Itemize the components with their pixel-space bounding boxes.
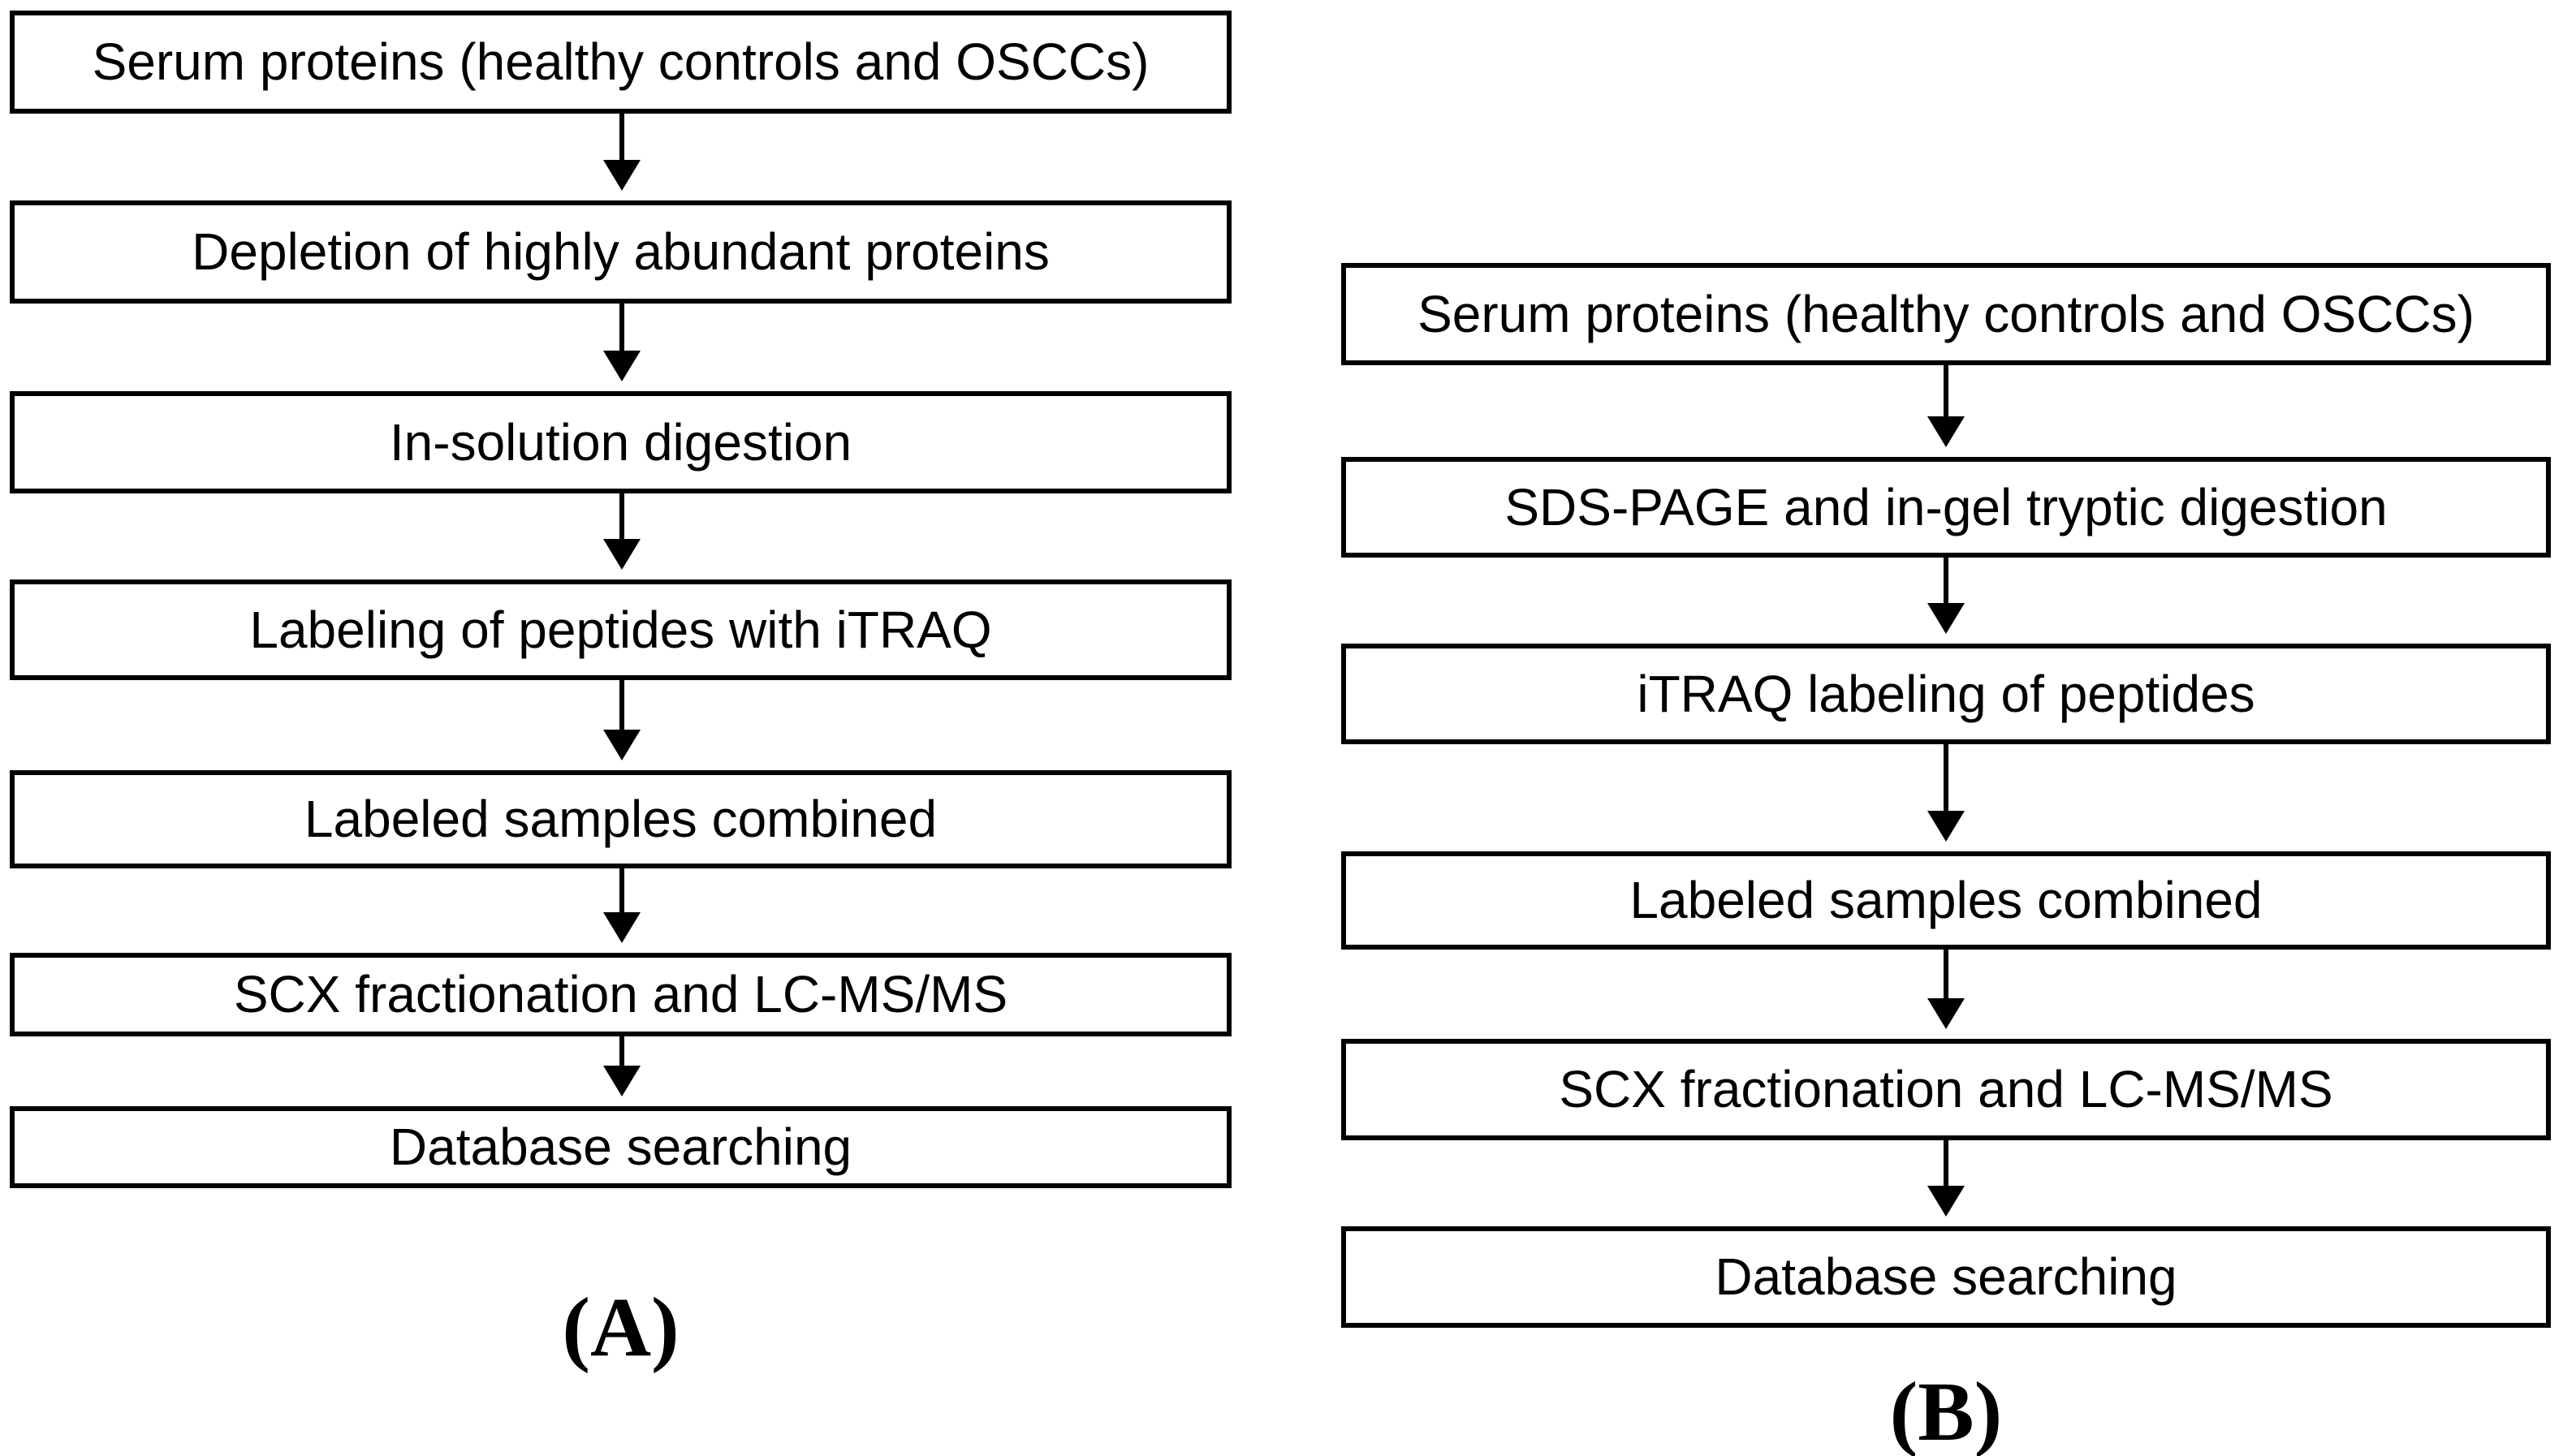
panel-b-box-serum-proteins: Serum proteins (healthy controls and OSC… <box>1341 263 2551 365</box>
arrow-head-icon <box>603 730 641 760</box>
panel-a-box-in-solution-digestion: In-solution digestion <box>10 391 1232 493</box>
arrow-shaft <box>619 1036 624 1074</box>
arrow-shaft <box>1944 950 1948 1006</box>
panel-a-arrow-3 <box>603 493 641 570</box>
arrow-shaft <box>619 868 624 920</box>
panel-a-box-depletion: Depletion of highly abundant proteins <box>10 200 1232 304</box>
panel-a-box-serum-proteins: Serum proteins (healthy controls and OSC… <box>10 11 1232 114</box>
panel-a-box-database-searching: Database searching <box>10 1106 1232 1188</box>
panel-b-label: (B) <box>1889 1364 2003 1456</box>
arrow-shaft <box>1944 558 1948 611</box>
panel-a-arrow-4 <box>603 680 641 760</box>
arrow-shaft <box>1944 744 1948 819</box>
arrow-head-icon <box>603 1066 641 1096</box>
arrow-head-icon <box>1927 998 1965 1029</box>
panel-a-arrow-6 <box>603 1036 641 1096</box>
arrow-shaft <box>1944 365 1948 424</box>
arrow-head-icon <box>1927 416 1965 447</box>
panel-a-arrow-1 <box>603 114 641 191</box>
arrow-shaft <box>619 493 624 547</box>
arrow-shaft <box>619 304 624 359</box>
arrow-shaft <box>619 114 624 168</box>
panel-a-label: (A) <box>562 1280 680 1374</box>
panel-b-arrow-3 <box>1927 744 1965 842</box>
arrow-head-icon <box>603 351 641 381</box>
panel-b-arrow-1 <box>1927 365 1965 447</box>
arrow-shaft <box>619 680 624 738</box>
panel-b-arrow-4 <box>1927 950 1965 1029</box>
panel-b-box-database-searching: Database searching <box>1341 1226 2551 1328</box>
panel-b-arrow-2 <box>1927 558 1965 634</box>
panel-b-arrow-5 <box>1927 1140 1965 1217</box>
arrow-head-icon <box>1927 811 1965 842</box>
arrow-head-icon <box>603 912 641 943</box>
panel-a-box-peptide-labeling: Labeling of peptides with iTRAQ <box>10 579 1232 680</box>
arrow-shaft <box>1944 1140 1948 1194</box>
arrow-head-icon <box>603 539 641 570</box>
panel-b-box-sds-page: SDS-PAGE and in-gel tryptic digestion <box>1341 457 2551 558</box>
panel-b-box-samples-combined: Labeled samples combined <box>1341 851 2551 950</box>
panel-b-box-scx-lcmsms: SCX fractionation and LC-MS/MS <box>1341 1039 2551 1140</box>
panel-b-box-itraq-labeling: iTRAQ labeling of peptides <box>1341 644 2551 744</box>
arrow-head-icon <box>1927 1186 1965 1217</box>
panel-a-box-scx-lcmsms: SCX fractionation and LC-MS/MS <box>10 953 1232 1036</box>
arrow-head-icon <box>603 160 641 191</box>
panel-a-arrow-5 <box>603 868 641 943</box>
panel-a-arrow-2 <box>603 304 641 381</box>
arrow-head-icon <box>1927 603 1965 634</box>
panel-a-box-samples-combined: Labeled samples combined <box>10 770 1232 868</box>
